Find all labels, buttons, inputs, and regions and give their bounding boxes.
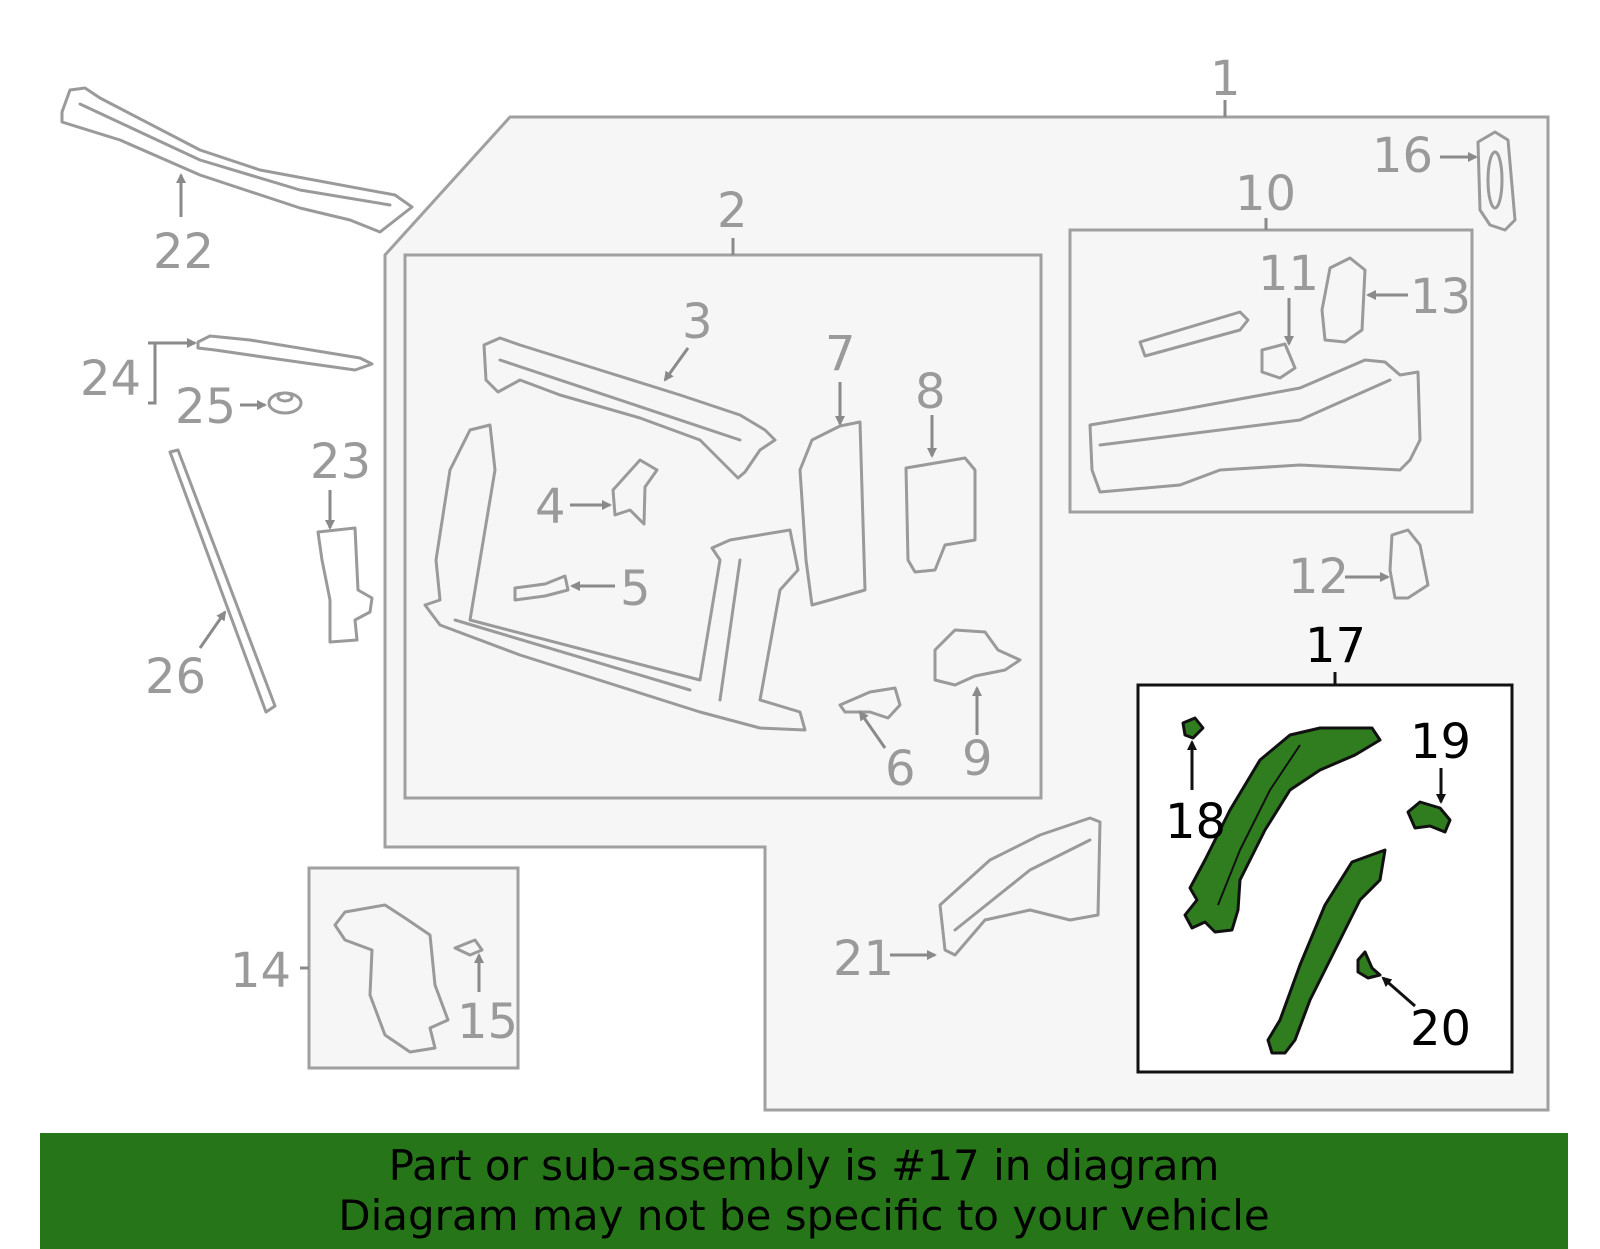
part-20[interactable]: [1356, 950, 1416, 1008]
label-22: 22: [153, 224, 214, 280]
label-18: 18: [1165, 794, 1226, 850]
label-13: 13: [1410, 269, 1471, 325]
part-17-upper-member[interactable]: [1183, 726, 1382, 934]
part-3[interactable]: [482, 336, 777, 480]
part-16[interactable]: [1440, 130, 1517, 232]
label-26: 26: [145, 649, 206, 705]
label-21: 21: [833, 931, 894, 987]
label-16: 16: [1372, 128, 1433, 184]
part-26[interactable]: [168, 448, 277, 714]
part-19[interactable]: [1406, 768, 1452, 834]
label-5: 5: [620, 561, 651, 617]
part-14[interactable]: [333, 903, 450, 1054]
label-15: 15: [457, 994, 518, 1050]
part-12[interactable]: [1345, 528, 1430, 600]
label-19: 19: [1410, 714, 1471, 770]
part-6[interactable]: [838, 686, 902, 749]
part-4[interactable]: [570, 458, 659, 526]
label-11: 11: [1258, 246, 1319, 302]
banner-line-2: Diagram may not be specific to your vehi…: [338, 1191, 1270, 1240]
label-6: 6: [885, 741, 916, 797]
part-11[interactable]: [1260, 298, 1297, 380]
part-18[interactable]: [1181, 716, 1205, 790]
part-17-lower-member[interactable]: [1266, 848, 1387, 1055]
label-1: 1: [1210, 51, 1241, 107]
part-5[interactable]: [513, 574, 615, 602]
part-21[interactable]: [890, 816, 1102, 960]
part-10-rail[interactable]: [1088, 358, 1422, 494]
label-20: 20: [1410, 1001, 1471, 1057]
label-25: 25: [175, 379, 236, 435]
assembly-14-box: [307, 866, 520, 1070]
part-13[interactable]: [1320, 256, 1408, 344]
label-17: 17: [1305, 618, 1366, 674]
label-10: 10: [1235, 166, 1296, 222]
part-23[interactable]: [316, 490, 374, 644]
label-14: 14: [230, 943, 291, 999]
part-10-bracket[interactable]: [1138, 310, 1250, 358]
core-support-frame: [423, 423, 807, 732]
label-23: 23: [310, 434, 371, 490]
assembly-2-box: [403, 253, 1043, 800]
label-24: 24: [80, 351, 141, 407]
label-12: 12: [1288, 549, 1349, 605]
part-22[interactable]: [60, 86, 414, 234]
part-8[interactable]: [904, 415, 977, 574]
label-9: 9: [962, 731, 993, 787]
info-banner: Part or sub-assembly is #17 in diagram D…: [40, 1133, 1568, 1249]
banner-line-1: Part or sub-assembly is #17 in diagram: [388, 1141, 1220, 1190]
part-7[interactable]: [798, 382, 867, 607]
label-7: 7: [825, 326, 856, 382]
part-25[interactable]: [240, 391, 303, 415]
part-9[interactable]: [933, 628, 1022, 735]
label-2: 2: [717, 183, 748, 239]
label-4: 4: [535, 479, 566, 535]
part-24[interactable]: [148, 334, 374, 405]
part-15[interactable]: [453, 938, 484, 992]
label-3: 3: [682, 294, 713, 350]
label-8: 8: [915, 364, 946, 420]
